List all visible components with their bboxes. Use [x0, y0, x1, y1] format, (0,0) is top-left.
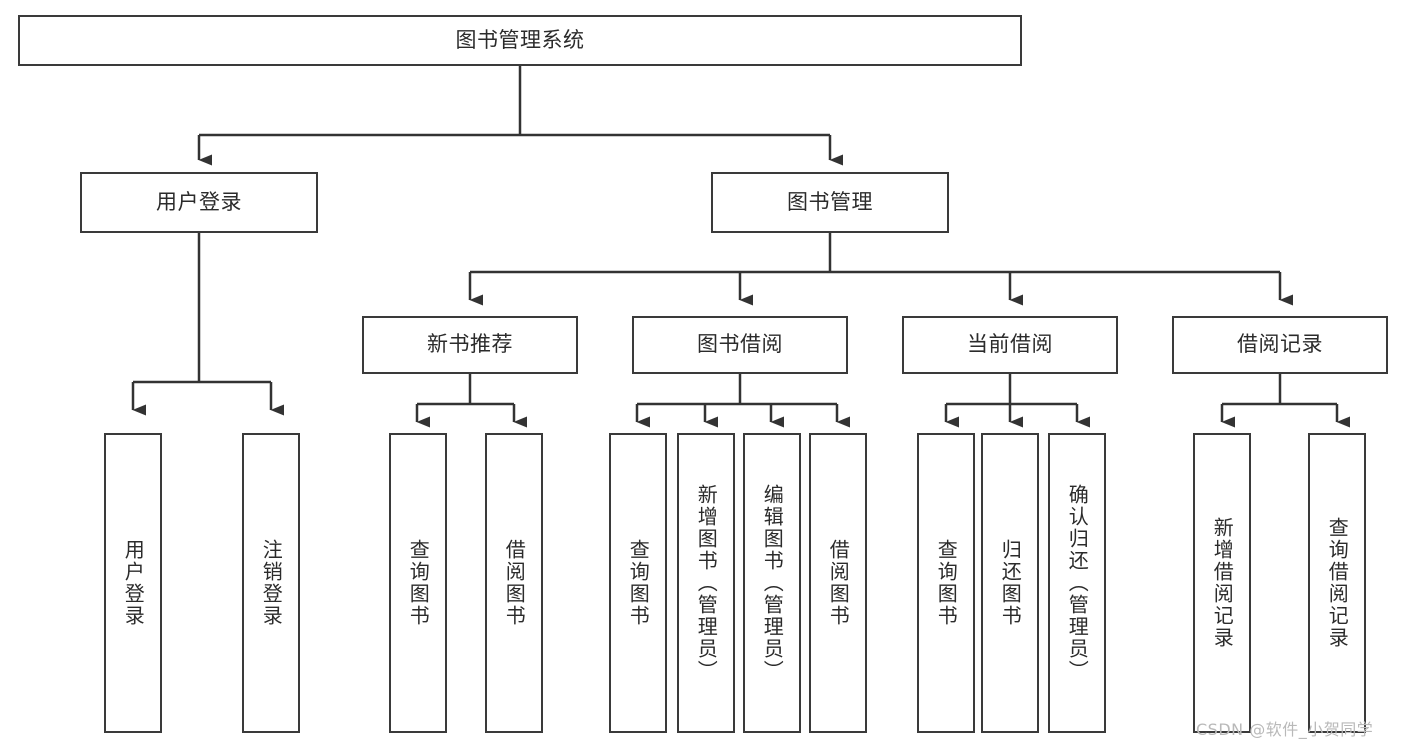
node-leaf-borrow-book-new[interactable]: 借阅图书: [485, 433, 543, 733]
node-label: 注销登录: [259, 539, 284, 627]
node-leaf-return-book[interactable]: 归还图书: [981, 433, 1039, 733]
node-label: 编辑图书（管理员）: [760, 484, 785, 682]
node-label: 新增借阅记录: [1210, 517, 1235, 649]
node-leaf-query-book-new[interactable]: 查询图书: [389, 433, 447, 733]
csdn-watermark: CSDN @软件_小贺同学: [1196, 720, 1374, 739]
node-leaf-query-borrow-record[interactable]: 查询借阅记录: [1308, 433, 1366, 733]
node-leaf-user-login[interactable]: 用户登录: [104, 433, 162, 733]
node-book-management[interactable]: 图书管理: [711, 172, 949, 233]
node-label: 确认归还（管理员）: [1065, 484, 1090, 682]
node-leaf-query-book-current[interactable]: 查询图书: [917, 433, 975, 733]
node-leaf-add-book-admin[interactable]: 新增图书（管理员）: [677, 433, 735, 733]
node-current-borrow[interactable]: 当前借阅: [902, 316, 1118, 374]
node-label: 新增图书（管理员）: [694, 484, 719, 682]
node-label: 归还图书: [998, 539, 1023, 627]
node-user-login[interactable]: 用户登录: [80, 172, 318, 233]
node-label: 查询图书: [626, 539, 651, 627]
node-label: 查询借阅记录: [1325, 517, 1350, 649]
node-label: 借阅图书: [826, 539, 851, 627]
node-leaf-borrow-book[interactable]: 借阅图书: [809, 433, 867, 733]
node-leaf-confirm-return-admin[interactable]: 确认归还（管理员）: [1048, 433, 1106, 733]
node-label: 借阅记录: [1237, 332, 1323, 357]
node-label: 查询图书: [406, 539, 431, 627]
node-label: 当前借阅: [967, 332, 1053, 357]
node-leaf-edit-book-admin[interactable]: 编辑图书（管理员）: [743, 433, 801, 733]
node-label: 新书推荐: [427, 332, 513, 357]
node-label: 用户登录: [121, 539, 146, 627]
node-borrow-record[interactable]: 借阅记录: [1172, 316, 1388, 374]
node-label: 图书借阅: [697, 332, 783, 357]
node-book-borrow[interactable]: 图书借阅: [632, 316, 848, 374]
node-label: 查询图书: [934, 539, 959, 627]
node-leaf-query-book-borrow[interactable]: 查询图书: [609, 433, 667, 733]
node-new-book-recommend[interactable]: 新书推荐: [362, 316, 578, 374]
node-root-system[interactable]: 图书管理系统: [18, 15, 1022, 66]
node-leaf-add-borrow-record[interactable]: 新增借阅记录: [1193, 433, 1251, 733]
node-label: 图书管理系统: [455, 27, 585, 52]
node-label: 用户登录: [156, 189, 242, 214]
node-label: 图书管理: [787, 189, 873, 214]
node-leaf-user-logout[interactable]: 注销登录: [242, 433, 300, 733]
node-label: 借阅图书: [502, 539, 527, 627]
